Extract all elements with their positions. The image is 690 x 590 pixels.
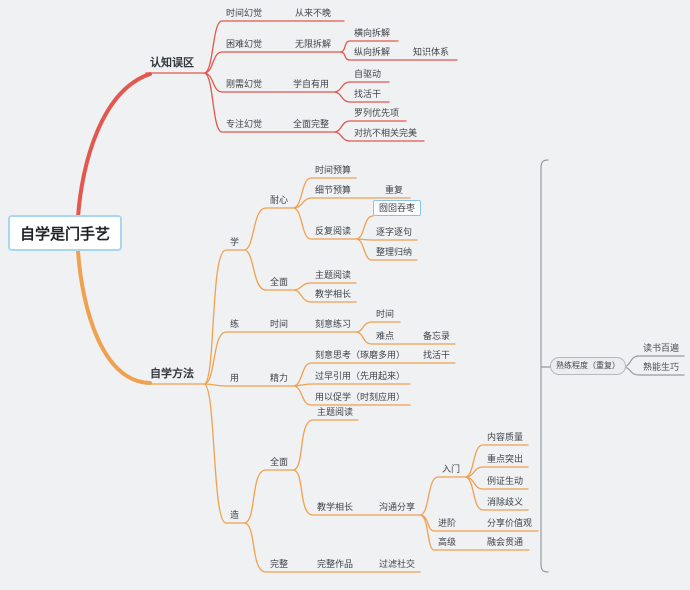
node-never-too-late[interactable]: 从来不晚 (295, 8, 332, 18)
node-time-budget[interactable]: 时间预算 (315, 165, 352, 175)
node-content-quality[interactable]: 内容质量 (487, 432, 524, 442)
node-create[interactable]: 造 (230, 510, 240, 520)
node-list-priorities[interactable]: 罗列优先项 (354, 108, 400, 118)
node-rigid-need-illusion[interactable]: 刚需幻觉 (226, 79, 263, 89)
node-theme-reading-2[interactable]: 主题阅读 (317, 407, 354, 417)
node-comprehensive-complete[interactable]: 全面完整 (293, 119, 330, 129)
node-self-driven[interactable]: 自驱动 (354, 69, 382, 79)
node-use-promotes-learning[interactable]: 用以促学（时刻应用） (315, 392, 406, 402)
node-patience[interactable]: 耐心 (270, 195, 289, 205)
node-horizontal-breakdown[interactable]: 横向拆解 (354, 28, 391, 38)
node-memo[interactable]: 备忘录 (423, 331, 451, 341)
node-word-by-word[interactable]: 逐字逐句 (376, 227, 413, 237)
node-infinite-breakdown[interactable]: 无限拆解 (295, 39, 332, 49)
node-fight-irrelevant-perfection[interactable]: 对抗不相关完美 (354, 128, 418, 138)
node-find-work-2[interactable]: 找活干 (423, 350, 451, 360)
node-comprehensive[interactable]: 全面 (270, 277, 289, 287)
summary-proficiency-node[interactable]: 熟练程度（重复） (550, 357, 626, 375)
node-self-learning-methods[interactable]: 自学方法 (150, 368, 194, 380)
node-teaching-benefits-learning[interactable]: 教学相长 (315, 289, 352, 299)
node-theme-reading[interactable]: 主题阅读 (315, 270, 352, 280)
node-time[interactable]: 时间 (270, 319, 289, 329)
node-repeated-reading[interactable]: 反复阅读 (315, 226, 352, 236)
node-mastery[interactable]: 融会贯通 (487, 537, 524, 547)
node-time-2[interactable]: 时间 (376, 309, 395, 319)
node-filter-social[interactable]: 过滤社交 (379, 559, 416, 569)
node-remove-ambiguity[interactable]: 消除歧义 (487, 497, 524, 507)
node-organize-summarize[interactable]: 整理归纳 (376, 247, 413, 257)
node-communicate-share[interactable]: 沟通分享 (379, 502, 416, 512)
node-beginner[interactable]: 入门 (442, 464, 461, 474)
node-deliberate-thinking[interactable]: 刻意思考（琢磨多用） (315, 350, 406, 360)
node-practice-makes-perfect[interactable]: 熟能生巧 (643, 362, 680, 372)
node-difficulty-illusion[interactable]: 困难幻觉 (226, 39, 263, 49)
node-knowledge-system[interactable]: 知识体系 (413, 47, 450, 57)
node-learn[interactable]: 学 (230, 237, 240, 247)
node-find-work[interactable]: 找活干 (354, 89, 382, 99)
node-comprehensive-2[interactable]: 全面 (270, 457, 289, 467)
node-intermediate[interactable]: 进阶 (438, 518, 457, 528)
node-repeat[interactable]: 重复 (385, 185, 404, 195)
node-learning-is-useful[interactable]: 学自有用 (293, 79, 330, 89)
node-share-values[interactable]: 分享价值观 (487, 518, 533, 528)
node-teaching-benefits-learning-2[interactable]: 教学相长 (317, 502, 354, 512)
node-cognitive-misconceptions[interactable]: 认知误区 (150, 57, 194, 69)
node-swallow-whole-highlighted[interactable]: 囫囵吞枣 (373, 200, 422, 216)
node-read-hundred-times[interactable]: 读书百遍 (643, 343, 680, 353)
node-practice[interactable]: 练 (230, 319, 240, 329)
node-vivid-examples[interactable]: 例证生动 (487, 476, 524, 486)
node-difficult-points[interactable]: 难点 (376, 331, 395, 341)
node-advanced[interactable]: 高级 (438, 537, 457, 547)
node-highlight-key-points[interactable]: 重点突出 (487, 454, 524, 464)
node-vertical-breakdown[interactable]: 纵向拆解 (354, 47, 391, 57)
node-focus-illusion[interactable]: 专注幻觉 (226, 119, 263, 129)
root-node[interactable]: 自学是门手艺 (8, 215, 122, 251)
node-use[interactable]: 用 (230, 373, 240, 383)
node-deliberate-practice[interactable]: 刻意练习 (315, 319, 352, 329)
node-early-citation[interactable]: 过早引用（先用起来） (315, 371, 406, 381)
node-detail-budget[interactable]: 细节预算 (315, 185, 352, 195)
node-energy[interactable]: 精力 (270, 373, 289, 383)
node-complete-works[interactable]: 完整作品 (317, 559, 354, 569)
node-complete[interactable]: 完整 (270, 559, 289, 569)
node-time-illusion[interactable]: 时间幻觉 (226, 8, 263, 18)
